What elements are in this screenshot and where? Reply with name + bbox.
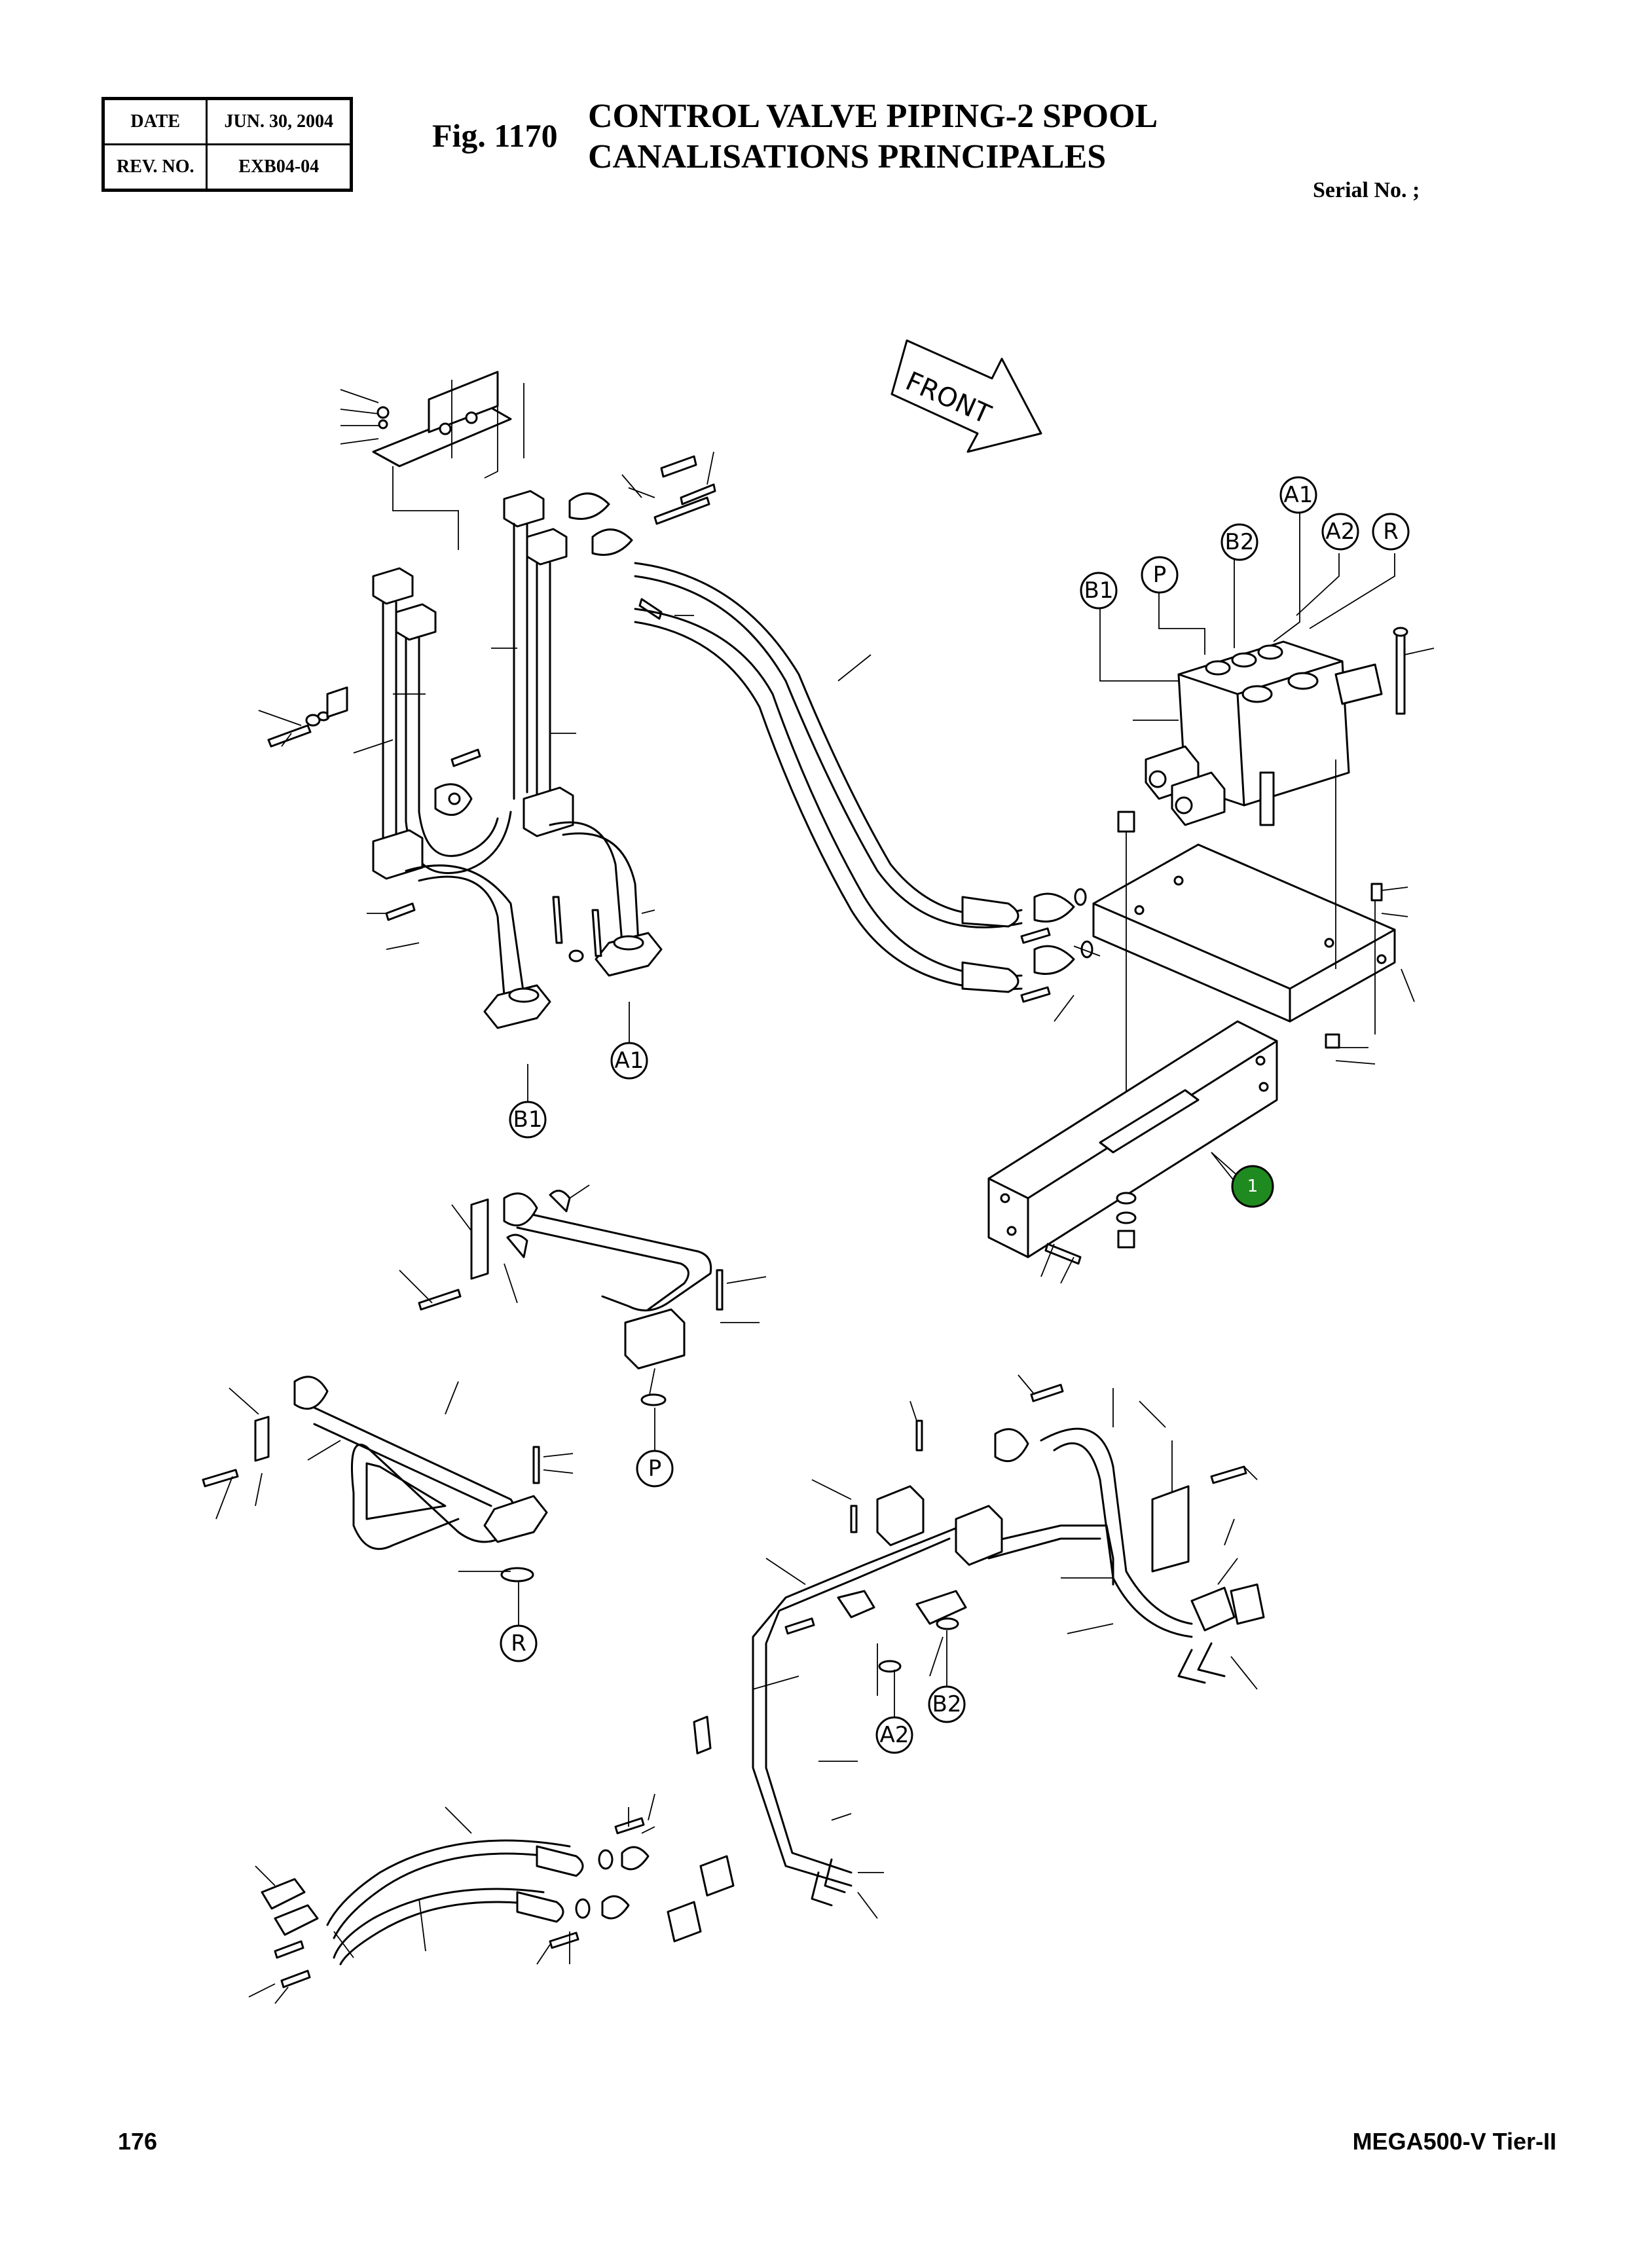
title-french: CANALISATIONS PRINCIPALES (588, 138, 1107, 175)
port-label-A2-lower: A2 (880, 1722, 909, 1748)
page-number: 176 (118, 2128, 158, 2155)
callout-number: 1 (1247, 1177, 1258, 1196)
port-label-B1-top: B1 (1084, 577, 1114, 604)
upper-hoses (634, 562, 1101, 1022)
callout-circle (1231, 1165, 1274, 1208)
front-arrow: FRONT (890, 339, 1042, 453)
serial-number: Serial No. ; (1313, 178, 1420, 202)
rev-value: EXB04-04 (206, 143, 352, 191)
lower-left-hoses (248, 1793, 655, 2004)
upper-bracket (340, 371, 524, 550)
port-label-A2-top: A2 (1326, 519, 1355, 545)
p-pipe-assembly (399, 1184, 767, 1406)
port-label-P-top: P (1153, 562, 1167, 588)
port-labels: A1 A2 R B2 P B1 A1 B1 P R A2 B2 (500, 476, 1410, 1754)
port-label-R-lower: R (511, 1630, 526, 1656)
mounting-plate (987, 759, 1415, 1284)
port-label-A1-left: A1 (615, 1048, 644, 1074)
date-value: JUN. 30, 2004 (206, 98, 352, 145)
port-label-R-top: R (1383, 519, 1399, 545)
title-english: CONTROL VALVE PIPING-2 SPOOL (588, 98, 1158, 135)
port-label-P-middle: P (648, 1455, 662, 1482)
model-name: MEGA500-V Tier-II (1352, 2128, 1556, 2155)
port-label-A1-top: A1 (1284, 482, 1313, 508)
revision-table: DATE JUN. 30, 2004 REV. NO. EXB04-04 (101, 97, 353, 192)
lower-right-pipes (667, 1374, 1265, 1943)
upper-left-pipes (353, 490, 663, 1029)
control-valve (1099, 501, 1435, 826)
port-label-B2-lower: B2 (932, 1691, 962, 1717)
item-callout-1[interactable]: 1 (1211, 1152, 1274, 1208)
port-label-B1-left: B1 (513, 1107, 543, 1133)
date-label: DATE (101, 98, 208, 145)
upper-left-fasteners (258, 451, 716, 962)
figure-number: Fig. 1170 (432, 117, 558, 154)
r-loop-assembly (202, 1376, 574, 1583)
rev-label: REV. NO. (101, 143, 208, 191)
port-label-B2-top: B2 (1225, 529, 1255, 555)
